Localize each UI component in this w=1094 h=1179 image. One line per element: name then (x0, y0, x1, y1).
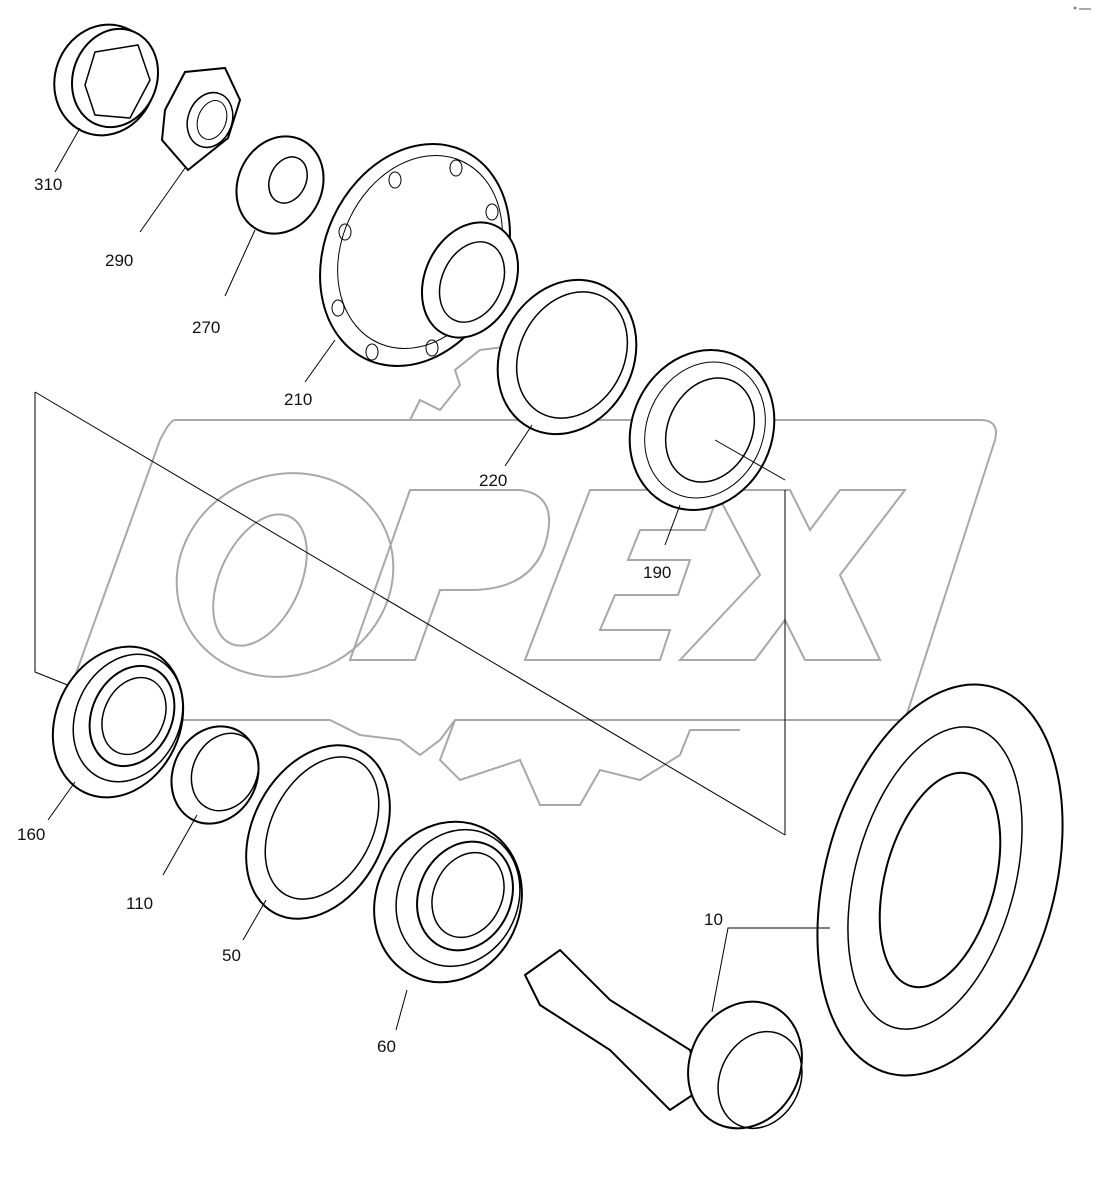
part-290-hex-nut[interactable] (139, 66, 242, 233)
part-110-spacer-sleeve[interactable] (156, 712, 274, 876)
assembly-bracket (34, 391, 786, 836)
part-160-roller-bearing[interactable] (29, 625, 207, 821)
callout-270: 270 (192, 318, 221, 337)
part-10-crown-wheel-and-pinion[interactable] (523, 657, 1094, 1147)
corner-mark (1073, 6, 1091, 10)
callout-220: 220 (479, 471, 508, 490)
callout-310: 310 (34, 175, 63, 194)
callout-110: 110 (126, 894, 154, 913)
callout-60: 60 (377, 1037, 396, 1056)
callout-210: 210 (284, 390, 313, 409)
part-310-nut-cover[interactable] (39, 10, 172, 173)
part-210-flange[interactable] (285, 113, 545, 398)
callout-290: 290 (105, 251, 134, 270)
part-60-taper-bearing[interactable] (348, 797, 548, 1031)
callout-160: 160 (17, 825, 46, 844)
part-270-washer[interactable] (221, 122, 339, 297)
callout-190: 190 (643, 563, 672, 582)
part-220-seal-ring[interactable] (471, 255, 663, 467)
callout-50: 50 (222, 946, 241, 965)
callout-10: 10 (704, 910, 723, 929)
part-190-oil-seal[interactable] (604, 326, 800, 546)
part-50-shim-ring[interactable] (217, 720, 418, 943)
